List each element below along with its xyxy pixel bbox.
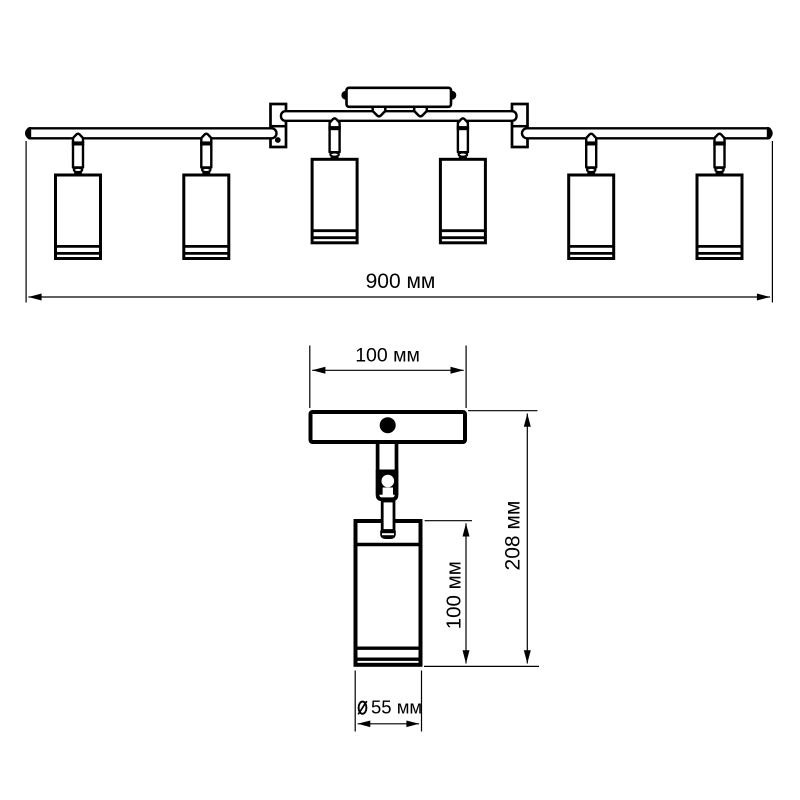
svg-text:100 мм: 100 мм — [442, 561, 465, 629]
svg-text:55 мм: 55 мм — [371, 697, 422, 718]
svg-text:900 мм: 900 мм — [366, 270, 436, 293]
svg-text:100 мм: 100 мм — [355, 345, 420, 367]
svg-text:208 мм: 208 мм — [501, 501, 524, 571]
